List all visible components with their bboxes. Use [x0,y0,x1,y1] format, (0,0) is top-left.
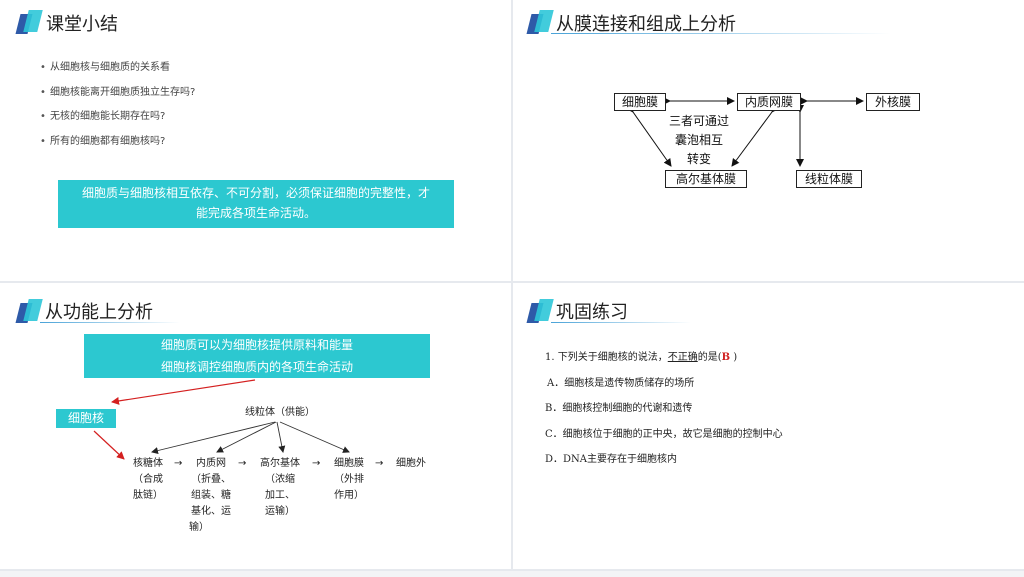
list-item: •细胞核能离开细胞质独立生存吗? [40,86,196,98]
node-golgi-membrane: 高尔基体膜 [665,170,747,188]
vesicle-note: 三者可通过 囊泡相互 转变 [668,114,729,166]
summary-line: 细胞质与细胞核相互依存、不可分割，必须保证细胞的完整性，才 [81,186,430,200]
flow-golgi: 高尔基体 （浓缩 加工、 运输） [260,458,300,517]
answer-mark: B [721,352,731,363]
question-list: •从细胞核与细胞质的关系看 •细胞核能离开细胞质独立生存吗? •无核的细胞能长期… [40,60,195,158]
brand-logo-icon [15,10,43,36]
flow-membrane: 细胞膜 （外排 作用） [334,458,364,501]
list-item: •所有的细胞都有细胞核吗? [40,135,166,147]
mito-label: 线粒体（供能） [245,407,315,418]
bottom-strip [0,571,1024,577]
slide-function-analysis: 从功能上分析 细胞质可以为细胞核提供原料和能量 细胞核调控细胞质内的各项生命活动… [0,283,511,569]
slide-title: 从膜连接和组成上分析 [556,14,736,35]
slide-membrane-analysis: 从膜连接和组成上分析 细胞膜 内质网膜 外核膜 高尔基体膜 线粒体膜 三者可通过… [513,0,1024,281]
list-item: •从细胞核与细胞质的关系看 [40,62,170,73]
function-arrows [93,379,350,460]
slide-title: 巩固练习 [556,302,628,323]
option-c: C．细胞核位于细胞的正中央，故它是细胞的控制中心 [545,429,783,440]
question-stem: 1. 下列关于细胞核的说法，不正确的是(B ) [545,352,738,363]
flow-arrow: → [174,458,183,469]
nucleus-label: 细胞核 [56,409,116,428]
list-item: •无核的细胞能长期存在吗? [40,111,166,122]
relation-box: 细胞质可以为细胞核提供原料和能量 细胞核调控细胞质内的各项生命活动 [84,334,430,378]
node-er-membrane: 内质网膜 [737,93,801,111]
node-mito-membrane: 线粒体膜 [796,170,862,188]
membrane-arrows [625,97,864,167]
flow-er: 内质网 （折叠、 组装、糖 基化、运 输） [189,458,231,533]
title-underline [40,322,180,323]
flow-ribosome: 核糖体 （合成 肽链） [133,458,163,501]
option-b: B．细胞核控制细胞的代谢和遗传 [545,403,693,414]
flow-arrow: → [238,458,247,469]
option-a: A．细胞核是遗传物质储存的场所 [547,378,695,389]
option-d: D．DNA主要存在于细胞核内 [545,454,678,465]
flow-arrow: → [375,458,384,469]
flow-arrow: → [312,458,321,469]
slide-practice: 巩固练习 1. 下列关于细胞核的说法，不正确的是(B ) A．细胞核是遗传物质储… [513,283,1024,569]
slide-title: 课堂小结 [46,14,118,35]
slide-title: 从功能上分析 [45,302,153,323]
brand-logo-icon [526,299,554,325]
summary-line: 能完成各项生命活动。 [195,206,316,220]
slide-class-summary: 课堂小结 •从细胞核与细胞质的关系看 •细胞核能离开细胞质独立生存吗? •无核的… [0,0,511,281]
summary-box: 细胞质与细胞核相互依存、不可分割，必须保证细胞的完整性，才 能完成各项生命活动。 [58,180,454,228]
node-nuclear-membrane: 外核膜 [866,93,920,111]
title-underline [551,33,891,34]
flow-outside: 细胞外 [396,458,426,469]
title-underline [551,322,691,323]
node-cell-membrane: 细胞膜 [614,93,666,111]
